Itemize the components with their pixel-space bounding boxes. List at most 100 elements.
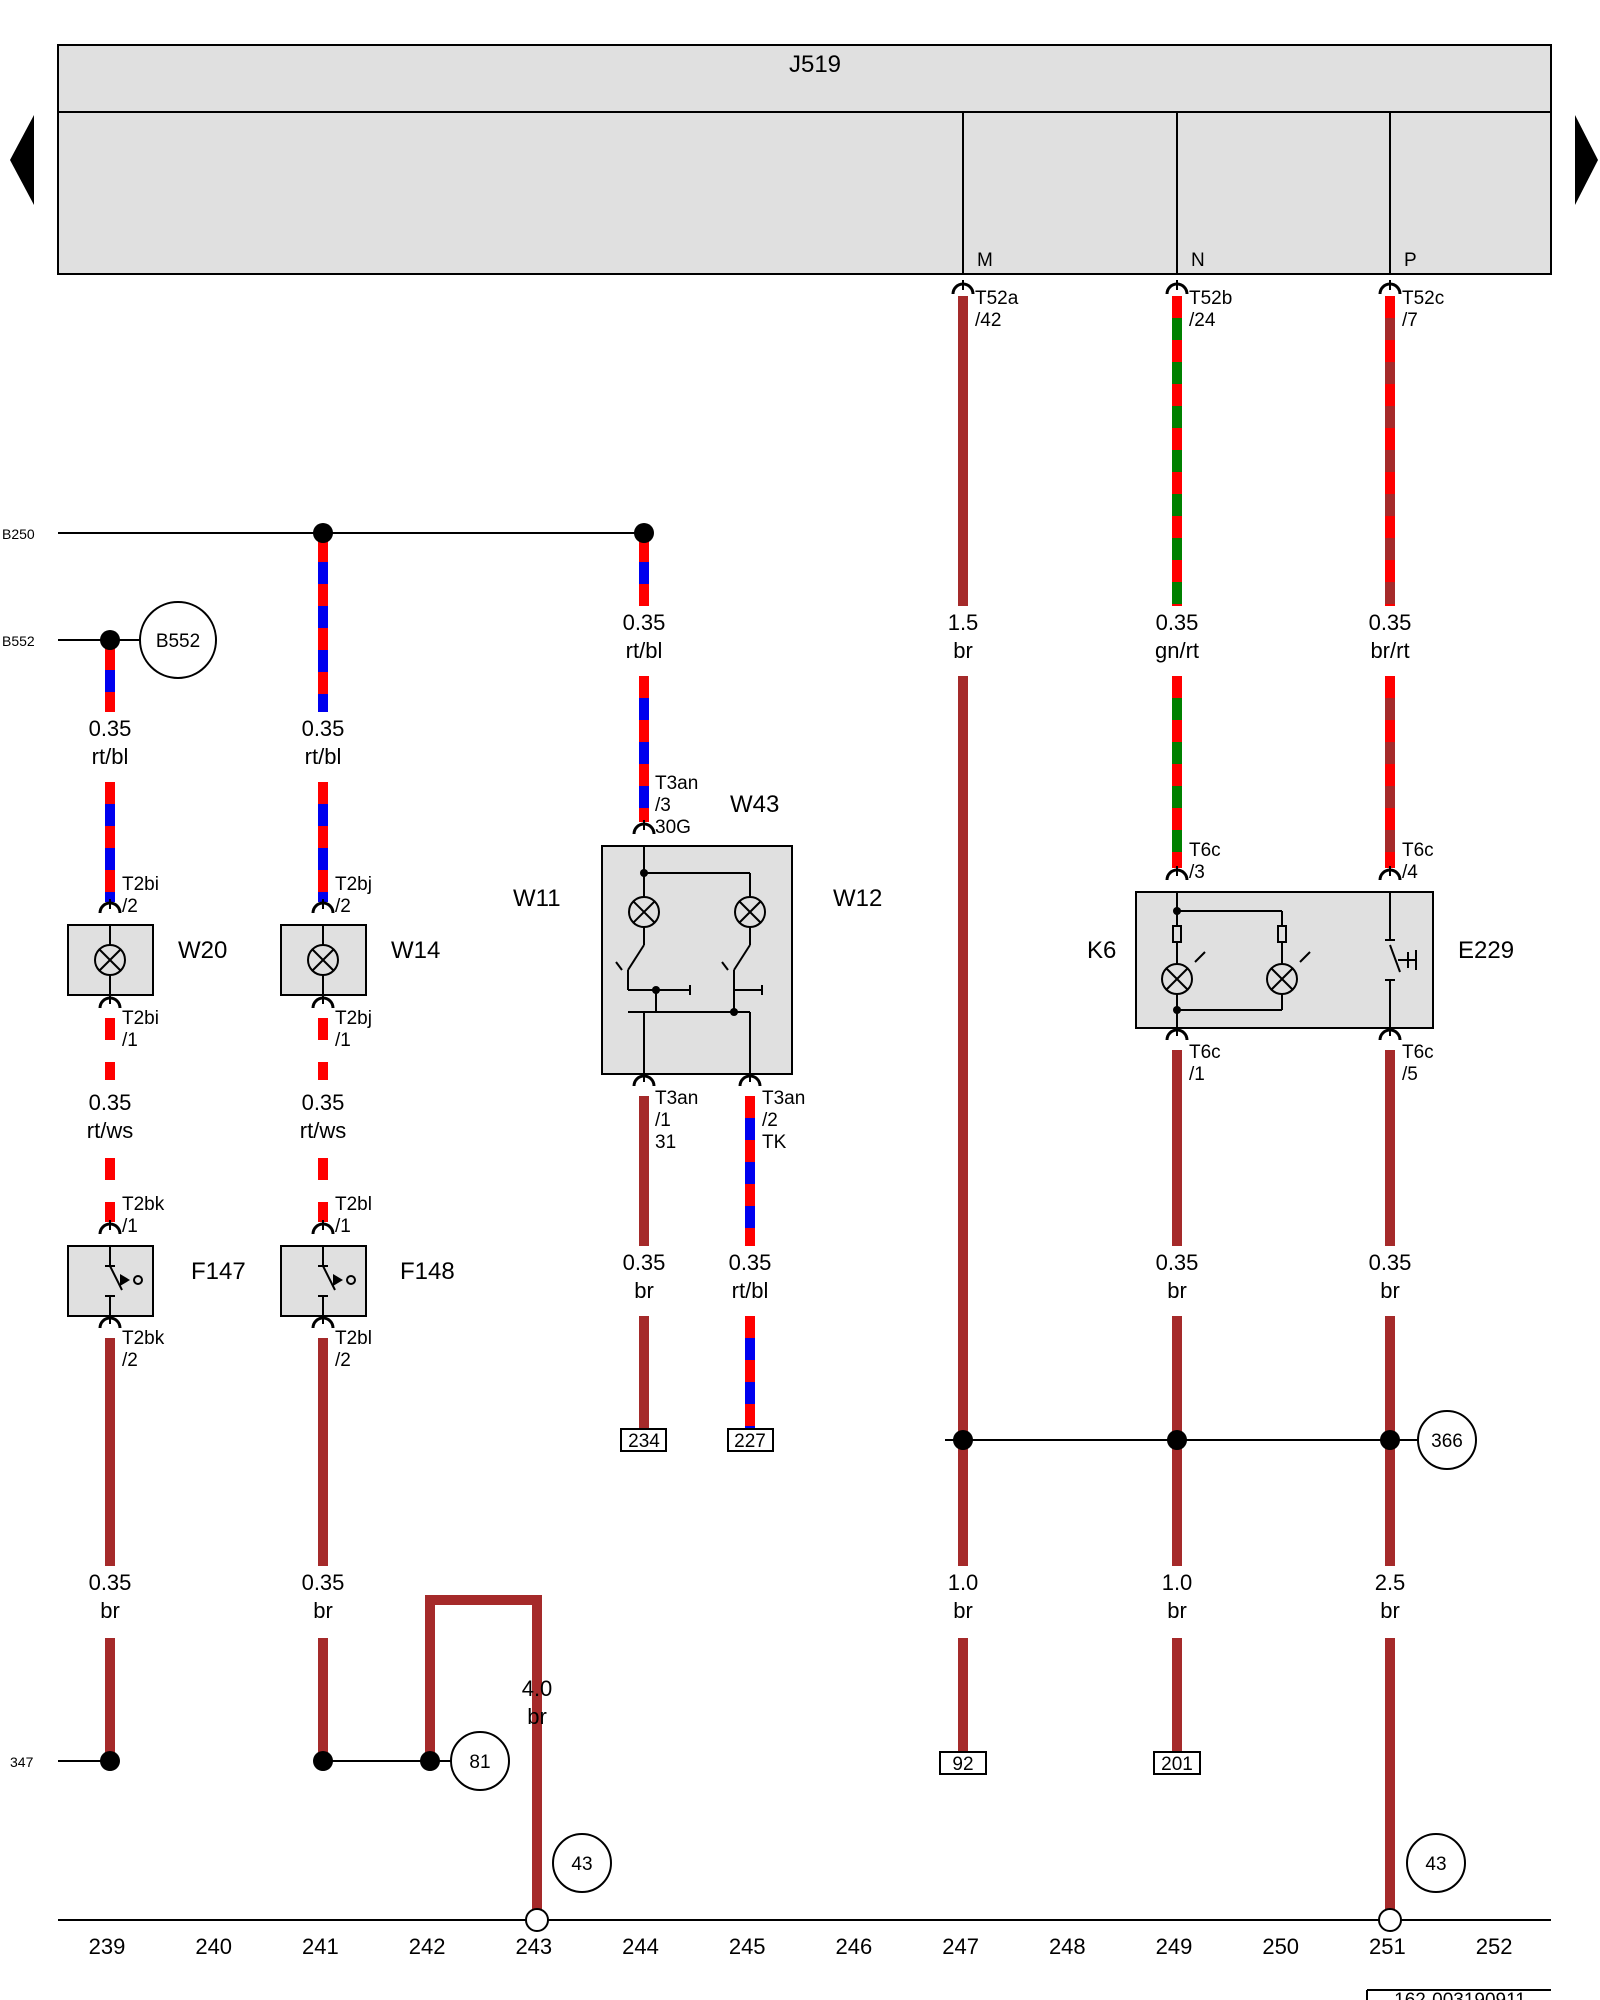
pin-label: T2bk/2	[122, 1328, 165, 1371]
wire-segment	[105, 1040, 115, 1062]
circle-ref-43[interactable]: 43	[1406, 1833, 1466, 1893]
wire-segment	[745, 1316, 755, 1338]
wire-segment	[105, 848, 115, 870]
wire-segment	[1172, 560, 1182, 582]
wire-labels-layer: 0.35 rt/bl 0.35 rt/bl 0.35 rt/bl 1.5 br …	[87, 610, 1412, 1729]
wire-size: 0.35	[1156, 1250, 1199, 1275]
wire-color: br	[953, 1598, 973, 1623]
ref-box-label: 92	[952, 1754, 973, 1775]
circle-ref-b552[interactable]: B552	[139, 601, 217, 679]
wire-size: 2.5	[1375, 1570, 1406, 1595]
wire-segment	[639, 676, 649, 698]
column-number: 246	[836, 1934, 873, 1959]
warning-lamp-circuit	[1161, 892, 1417, 1028]
pin-label: T6c/5	[1402, 1042, 1434, 1085]
wire-size: 1.5	[948, 610, 979, 635]
wire-color: br	[100, 1598, 120, 1623]
door-switch-icon	[105, 1246, 143, 1316]
wire-size: 0.35	[623, 610, 666, 635]
wire-segment	[318, 1202, 328, 1222]
lamp-icon	[94, 925, 126, 995]
wire-segment	[1385, 852, 1395, 868]
door-switch-icon	[318, 1246, 356, 1316]
junction-dot	[953, 1430, 973, 1450]
wire-segment	[1172, 516, 1182, 538]
wire-segment	[1385, 406, 1395, 428]
wire-segment	[958, 1638, 968, 1752]
circle-ref-43[interactable]: 43	[552, 1833, 612, 1893]
wire-segment	[1385, 384, 1395, 406]
ref-box-label: 201	[1161, 1754, 1193, 1775]
wire-segment	[1385, 340, 1395, 362]
wire-segment	[105, 1338, 115, 1566]
pin-label: T6c/3	[1189, 840, 1221, 883]
junction-dot	[1380, 1430, 1400, 1450]
wire-segment	[318, 540, 328, 562]
wire-segment	[1172, 362, 1182, 384]
wire-segment	[639, 584, 649, 606]
wire-segment	[1172, 450, 1182, 472]
wire-segment	[318, 628, 328, 650]
junction-dot	[100, 630, 120, 650]
wire-color: br	[1380, 1598, 1400, 1623]
circle-ref-366[interactable]: 366	[1417, 1410, 1477, 1470]
junction-dot	[640, 869, 648, 877]
ref-box-234[interactable]: 234	[620, 1428, 667, 1452]
wire-segment	[1385, 676, 1395, 698]
pin-label: T2bl/1	[335, 1194, 372, 1237]
connectors-layer	[98, 280, 1402, 1329]
component-label: F147	[191, 1258, 246, 1285]
component-label: W20	[178, 937, 227, 964]
junctions-layer	[100, 523, 1400, 1771]
column-number: 251	[1369, 1934, 1406, 1959]
wire-segment	[105, 782, 115, 804]
wire-color: br	[634, 1278, 654, 1303]
wire-segment	[639, 764, 649, 786]
control-unit-box	[57, 111, 1552, 275]
wire-color: br	[1380, 1278, 1400, 1303]
pin-label: T2bj/1	[335, 1008, 372, 1051]
ref-box-227[interactable]: 227	[727, 1428, 774, 1452]
circle-ref-81[interactable]: 81	[450, 1731, 510, 1791]
component-label: W12	[833, 885, 882, 912]
wire-segment	[105, 1180, 115, 1202]
wire-size: 0.35	[1369, 610, 1412, 635]
wire-segment	[1385, 428, 1395, 450]
side-label-347: 347	[10, 1754, 34, 1770]
wire-segment	[1172, 406, 1182, 428]
arrow-right-icon[interactable]	[1575, 115, 1598, 205]
ref-box-92[interactable]: 92	[939, 1751, 987, 1775]
wire-segment	[1172, 472, 1182, 494]
wire-segment	[1172, 852, 1182, 868]
wire-color: rt/bl	[732, 1278, 769, 1303]
wire-size: 0.35	[1156, 610, 1199, 635]
ref-box-201[interactable]: 201	[1153, 1751, 1201, 1775]
wire-segment	[745, 1206, 755, 1228]
wire-segment	[318, 804, 328, 826]
wire-segment	[1385, 830, 1395, 852]
wire-segment	[318, 672, 328, 694]
junction-dot	[313, 1751, 333, 1771]
lamp-icon	[307, 925, 339, 995]
wire-color: br/rt	[1370, 638, 1409, 663]
pin-label: T52b/24	[1189, 288, 1232, 331]
wire-segment	[1385, 786, 1395, 808]
wire-segment	[745, 1404, 755, 1426]
wire-segment	[318, 1040, 328, 1062]
wire-segment	[639, 742, 649, 764]
wire-segment	[1385, 698, 1395, 720]
arrow-left-icon[interactable]	[10, 115, 34, 205]
reading-light-circuit	[615, 846, 766, 1074]
column-number: 252	[1476, 1934, 1513, 1959]
wire-segment	[1385, 764, 1395, 786]
wire-segment	[105, 1638, 115, 1761]
wire-segment	[1172, 318, 1182, 340]
wire-segment	[1385, 472, 1395, 494]
wire-segment	[1385, 516, 1395, 538]
wire-segment	[639, 1096, 649, 1246]
wire-segment	[318, 562, 328, 584]
wire-segment	[1172, 764, 1182, 786]
wire-segment	[639, 540, 649, 562]
